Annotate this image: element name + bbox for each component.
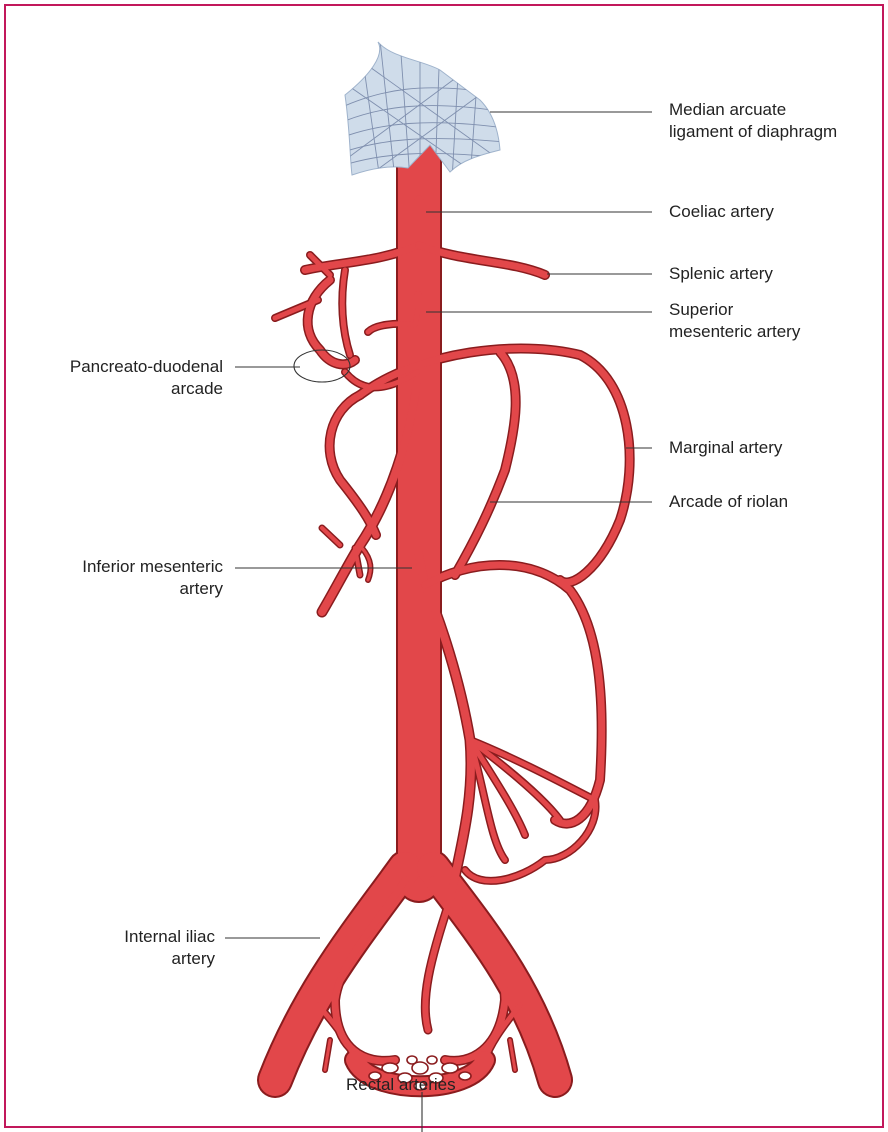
label-pancreato-duodenal-line1: Pancreato-duodenal (18, 356, 223, 378)
label-median-arcuate-ligament: Median arcuate ligament of diaphragm (669, 99, 837, 143)
label-pancreato-duodenal-arcade: Pancreato-duodenal arcade (18, 356, 223, 400)
label-superior-mesenteric-artery: Superior mesenteric artery (669, 299, 800, 343)
label-superior-mesenteric-line2: mesenteric artery (669, 321, 800, 343)
label-inferior-mesenteric-artery: Inferior mesenteric artery (18, 556, 223, 600)
label-internal-iliac-line1: Internal iliac (18, 926, 215, 948)
label-coeliac-artery: Coeliac artery (669, 201, 774, 223)
label-inferior-mesenteric-line2: artery (18, 578, 223, 600)
label-splenic-artery: Splenic artery (669, 263, 773, 285)
label-median-arcuate-line2: ligament of diaphragm (669, 121, 837, 143)
label-pancreato-duodenal-line2: arcade (18, 378, 223, 400)
label-inferior-mesenteric-line1: Inferior mesenteric (18, 556, 223, 578)
arcade-of-riolan (455, 352, 516, 575)
artery-outlines (275, 155, 630, 1086)
artery-tree (275, 155, 630, 1090)
label-internal-iliac-line2: artery (18, 948, 215, 970)
label-marginal-artery: Marginal artery (669, 437, 782, 459)
label-internal-iliac-artery: Internal iliac artery (18, 926, 215, 970)
label-superior-mesenteric-line1: Superior (669, 299, 800, 321)
label-median-arcuate-line1: Median arcuate (669, 99, 837, 121)
label-rectal-arteries: Rectal arteries (346, 1074, 456, 1096)
label-arcade-of-riolan: Arcade of riolan (669, 491, 788, 513)
